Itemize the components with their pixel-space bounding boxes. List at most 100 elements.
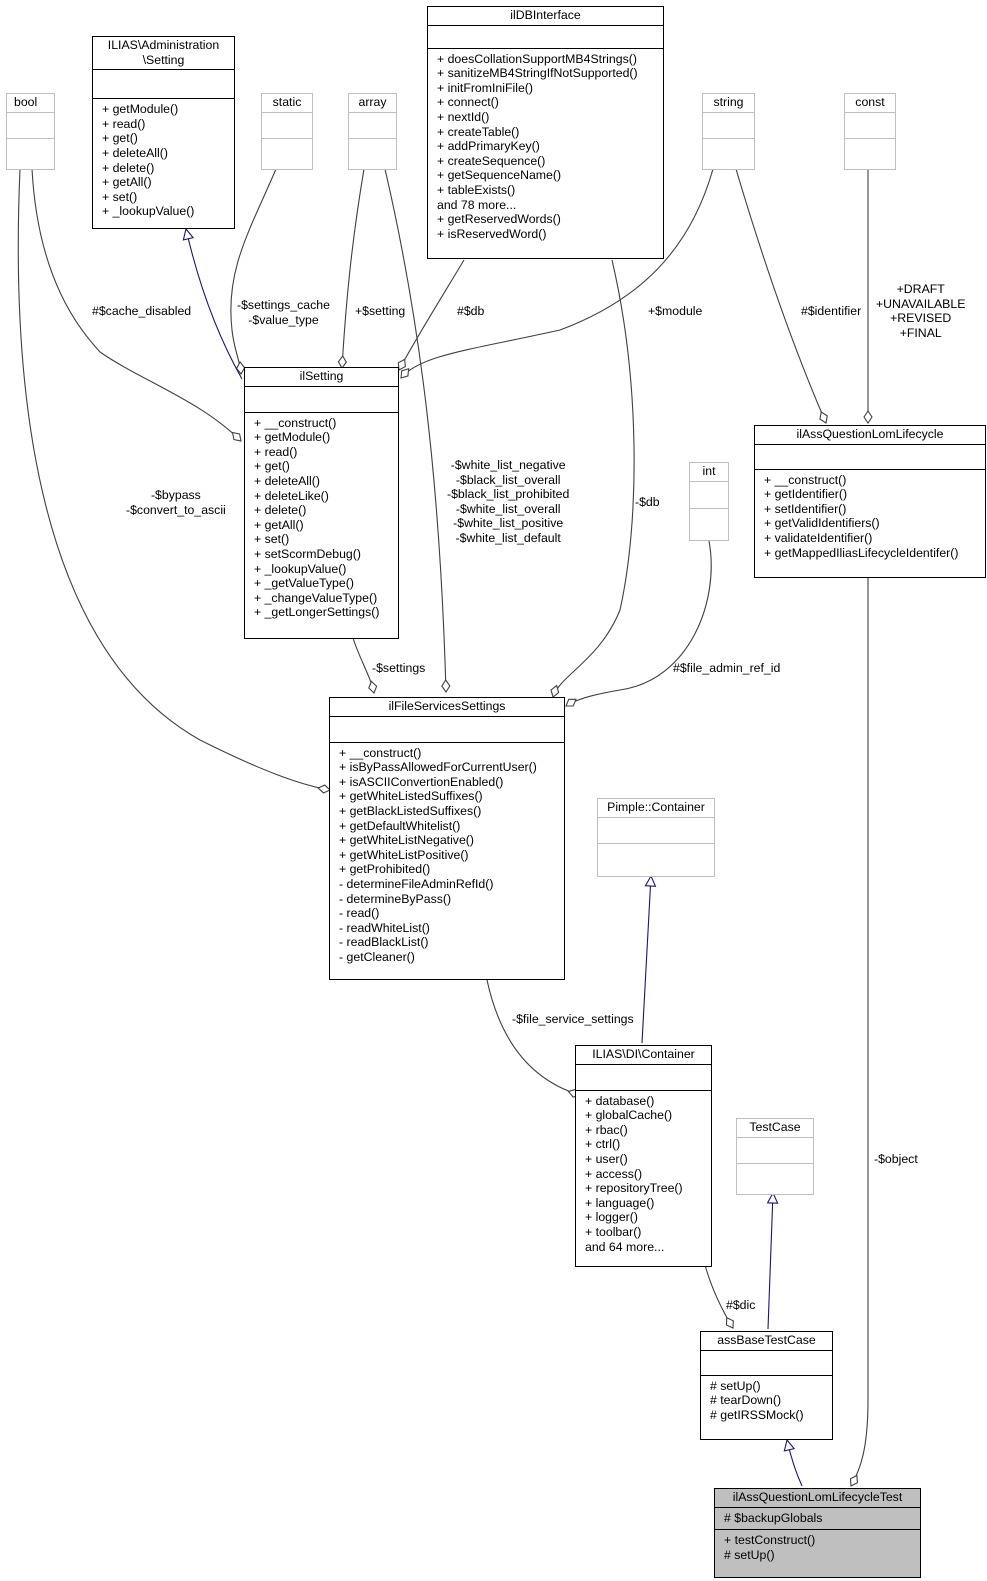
edge-label-settings-cache: -$settings_cache -$value_type	[237, 298, 330, 327]
class-title: ilSetting	[299, 369, 344, 383]
class-member: - determineFileAdminRefId()	[339, 876, 494, 891]
class-member: + __construct()	[764, 472, 847, 487]
method-section	[349, 137, 396, 139]
class-assbasetestcase[interactable]: assBaseTestCase # setUp()# tearDown()# g…	[700, 1331, 833, 1440]
attribute-section	[245, 385, 398, 412]
class-member: + _changeValueType()	[254, 590, 378, 605]
class-member: + database()	[585, 1093, 655, 1108]
edge-dicontainer-basetestcase	[704, 1264, 734, 1329]
method-section	[598, 842, 714, 844]
type-bool[interactable]: bool	[6, 93, 55, 170]
class-title: const	[855, 95, 885, 109]
class-member: + nextId()	[437, 109, 490, 124]
type-int[interactable]: int	[689, 462, 729, 541]
method-section: + __construct()+ getIdentifier()+ setIde…	[755, 468, 985, 565]
edge-label-object: -$object	[874, 1152, 918, 1166]
edge-label-white-lists: -$white_list_negative -$black_list_overa…	[447, 458, 570, 545]
class-member: # setUp()	[710, 1378, 761, 1393]
edge-array-fileservices	[384, 168, 451, 693]
edge-label-db-file: -$db	[635, 495, 660, 509]
class-ilassquestionlomlifecycletest[interactable]: ilAssQuestionLomLifecycleTest # $backupG…	[714, 1488, 921, 1578]
class-pimple-container[interactable]: Pimple::Container	[597, 798, 715, 877]
class-title: ilAssQuestionLomLifecycleTest	[732, 1490, 903, 1504]
class-ilias-administration-setting[interactable]: ILIAS\Administration \Setting + getModul…	[92, 36, 235, 229]
class-ilias-di-container[interactable]: ILIAS\DI\Container + database()+ globalC…	[575, 1045, 712, 1267]
class-member: + isReservedWord()	[437, 226, 547, 241]
class-member: + createSequence()	[437, 153, 546, 168]
attribute-section	[690, 480, 728, 508]
attribute-section	[7, 111, 54, 138]
class-member: + language()	[585, 1195, 655, 1210]
edge-string-lifecycle	[735, 168, 828, 424]
edge-label-db-setting: #$db	[457, 304, 485, 318]
edge-label-bypass: -$bypass -$convert_to_ascii	[126, 488, 226, 517]
type-string[interactable]: string	[702, 93, 755, 170]
class-member: + deleteLike()	[254, 488, 329, 503]
class-member: + testConstruct()	[724, 1533, 816, 1548]
edge-label-lifecycle-constants: +DRAFT +UNAVAILABLE +REVISED +FINAL	[876, 282, 966, 340]
attribute-section	[701, 1349, 832, 1375]
class-member: + logger()	[585, 1210, 638, 1225]
edge-inherit-dicontainer-pimple	[641, 876, 651, 1044]
class-title: ilFileServicesSettings	[388, 699, 506, 713]
class-member: + setIdentifier()	[764, 501, 847, 516]
class-ilfileservicessettings[interactable]: ilFileServicesSettings + __construct()+ …	[329, 697, 565, 980]
class-member: + isByPassAllowedForCurrentUser()	[339, 760, 537, 775]
method-section	[845, 137, 895, 139]
class-ildbinterface[interactable]: ilDBInterface + doesCollationSupportMB4S…	[427, 6, 664, 259]
method-section: + doesCollationSupportMB4Strings()+ sani…	[428, 47, 663, 246]
class-member: - getCleaner()	[339, 949, 415, 964]
attribute-section	[576, 1063, 711, 1090]
class-member: + getModule()	[102, 102, 179, 117]
class-member: and 78 more...	[437, 197, 517, 212]
edge-string-ilsetting	[400, 168, 714, 379]
type-static[interactable]: static	[261, 93, 313, 170]
class-member: + tableExists()	[437, 182, 516, 197]
class-testcase[interactable]: TestCase	[736, 1118, 814, 1195]
attribute-section	[330, 715, 564, 742]
class-member: # tearDown()	[710, 1393, 782, 1408]
class-title: string	[713, 95, 744, 109]
class-ilassquestionlomlifecycle[interactable]: ilAssQuestionLomLifecycle + __construct(…	[754, 425, 986, 578]
method-section: + __construct()+ isByPassAllowedForCurre…	[330, 741, 564, 969]
class-member: + initFromIniFile()	[437, 80, 533, 95]
class-member: + delete()	[102, 160, 155, 175]
class-member: + __construct()	[254, 415, 337, 430]
edge-label-file-admin-ref-id: #$file_admin_ref_id	[673, 661, 781, 675]
class-member: + getAll()	[254, 517, 304, 532]
class-member: + delete()	[254, 503, 307, 518]
method-section	[690, 507, 728, 509]
edge-label-setting: +$setting	[355, 304, 406, 318]
class-member: + getWhiteListPositive()	[339, 847, 469, 862]
edge-ilsetting-fileservices	[352, 637, 378, 694]
class-member: + getReservedWords()	[437, 212, 561, 227]
method-section	[737, 1162, 813, 1164]
class-member: + doesCollationSupportMB4Strings()	[437, 51, 637, 66]
class-member: + getIdentifier()	[764, 487, 848, 502]
attribute-section	[845, 111, 895, 138]
class-title: array	[358, 95, 387, 109]
class-member: + connect()	[437, 95, 499, 110]
class-ilsetting[interactable]: ilSetting + __construct()+ getModule() + …	[244, 367, 399, 639]
class-member: + getValidIdentifiers()	[764, 516, 880, 531]
class-member: + getModule()	[254, 430, 331, 445]
type-const[interactable]: const	[844, 93, 896, 170]
edge-dbinterface-ilsetting	[397, 259, 465, 371]
edge-label-file-service-settings: -$file_service_settings	[512, 1012, 634, 1026]
class-member: - determineByPass()	[339, 891, 452, 906]
class-member: + _getValueType()	[254, 576, 354, 591]
method-section: + getModule()+ read()+ get()+ deleteAll(…	[93, 98, 234, 223]
class-member: - readWhiteList()	[339, 920, 430, 935]
edge-int-fileservices	[565, 540, 712, 707]
attribute-section	[93, 69, 234, 98]
attribute-section	[428, 24, 663, 48]
edge-label-dic: #$dic	[726, 1298, 756, 1312]
type-array[interactable]: array	[348, 93, 397, 170]
edge-fileservices-dicontainer	[486, 979, 581, 1098]
attribute-section	[737, 1136, 813, 1163]
method-section	[7, 137, 54, 139]
class-member: + deleteAll()	[102, 145, 168, 160]
edge-label-cache-disabled: #$cache_disabled	[92, 304, 192, 318]
class-title: ilAssQuestionLomLifecycle	[796, 427, 944, 441]
